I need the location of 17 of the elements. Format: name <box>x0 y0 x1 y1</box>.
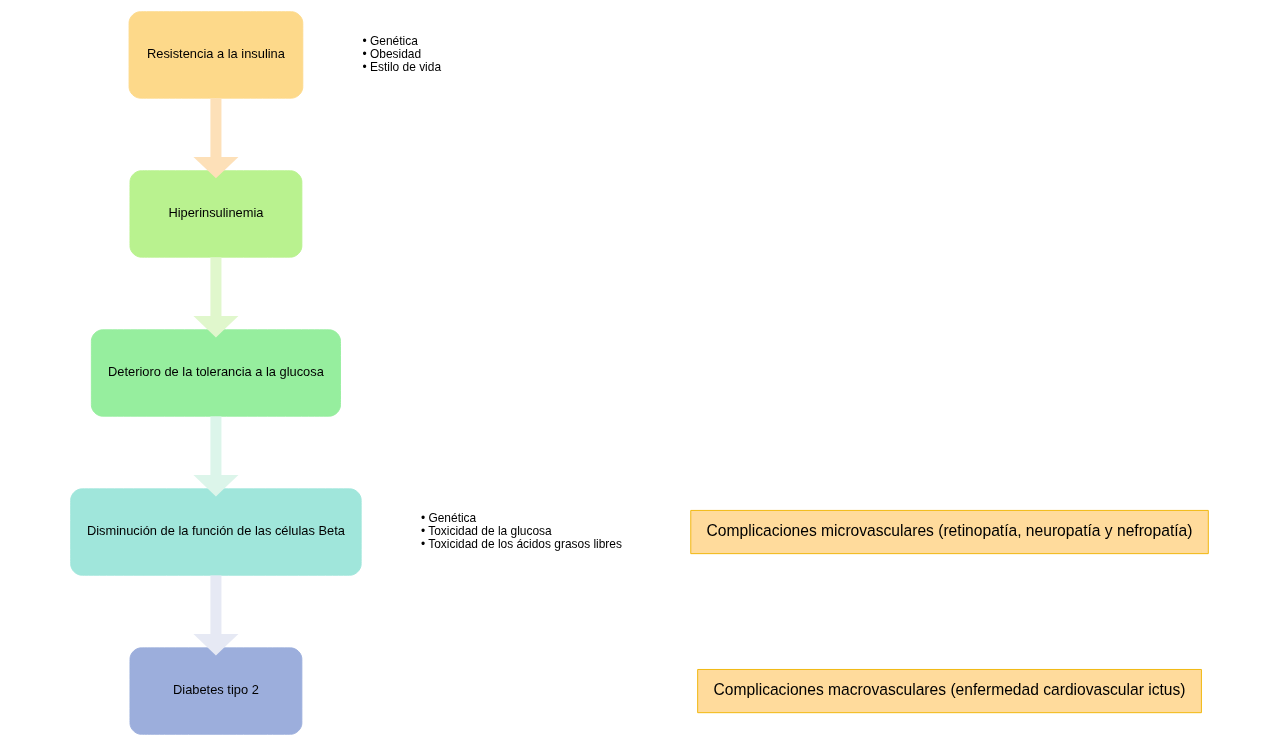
node-box: Complicaciones macrovasculares (enfermedad cardiovascular ictus) <box>696 669 1202 714</box>
node-label: • Estilo de vida <box>362 59 441 74</box>
node-box: Deterioro de la tolerancia a la glucosa <box>90 329 341 417</box>
node-label: • Genética <box>362 34 418 49</box>
node-label: • Obesidad <box>362 47 421 62</box>
node-label: • Genética <box>420 511 476 526</box>
node-box: Diabetes tipo 2 <box>129 647 302 735</box>
node-box: Resistencia a la insulina <box>128 11 303 99</box>
arrow <box>192 575 238 656</box>
arrow <box>192 98 238 179</box>
node-label: • Toxicidad de los ácidos grasos libres <box>420 537 622 552</box>
node-box: Hiperinsulinemia <box>129 170 302 258</box>
arrow <box>192 416 238 497</box>
node-label: • Toxicidad de la glucosa <box>420 524 552 539</box>
node-box: Complicaciones microvasculares (retinopatía, neuropatía y nefropatía) <box>689 510 1209 555</box>
arrow <box>192 257 238 338</box>
node-box: Disminución de la función de las células Beta <box>69 488 362 576</box>
